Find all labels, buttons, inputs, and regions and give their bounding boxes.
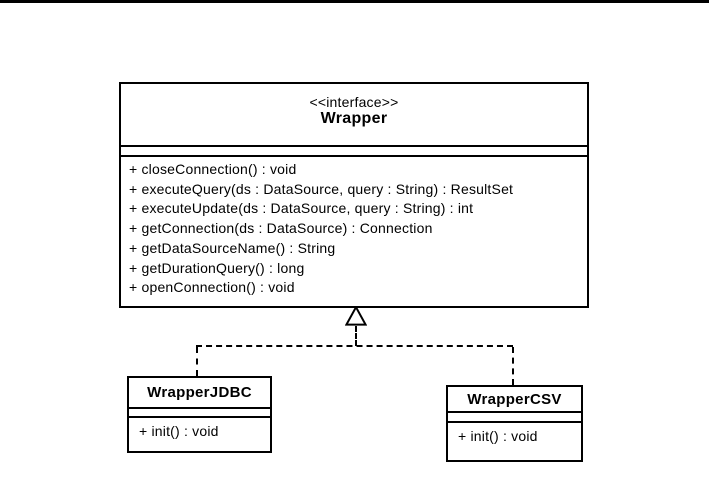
method-item: + getDurationQuery() : long bbox=[129, 259, 305, 276]
method-item: + getDataSourceName() : String bbox=[129, 239, 336, 256]
top-border-line bbox=[0, 0, 709, 3]
class-methods-compartment: + init() : void bbox=[448, 423, 581, 460]
realization-connector-right-drop bbox=[512, 347, 514, 385]
method-item: + closeConnection() : void bbox=[129, 161, 297, 177]
method-item: + init() : void bbox=[139, 423, 219, 439]
method-item: + executeUpdate(ds : DataSource, query :… bbox=[129, 200, 474, 217]
class-wrappercsv-node[interactable]: WrapperCSV + init() : void bbox=[446, 385, 583, 462]
method-item: + getConnection(ds : DataSource) : Conne… bbox=[129, 220, 433, 237]
interface-wrapper-node[interactable]: <<interface>> Wrapper + closeConnection(… bbox=[119, 82, 589, 308]
interface-methods-compartment: + closeConnection() : void + executeQuer… bbox=[121, 157, 587, 306]
class-attributes-compartment bbox=[129, 409, 270, 418]
realization-connector-crossbar bbox=[196, 345, 513, 347]
class-wrapperjdbc-node[interactable]: WrapperJDBC + init() : void bbox=[127, 376, 272, 453]
class-methods-compartment: + init() : void bbox=[129, 418, 270, 451]
realization-connector-left-drop bbox=[196, 347, 198, 376]
class-name-label: WrapperCSV bbox=[448, 387, 581, 413]
realization-connector-stem bbox=[355, 326, 357, 346]
class-attributes-compartment bbox=[448, 413, 581, 423]
method-item: + init() : void bbox=[458, 428, 538, 444]
interface-name-label: Wrapper bbox=[320, 110, 388, 127]
method-item: + openConnection() : void bbox=[129, 279, 295, 296]
class-name-label: WrapperJDBC bbox=[129, 378, 270, 409]
interface-attributes-compartment bbox=[121, 147, 587, 157]
interface-stereotype-label: <<interface>> bbox=[309, 94, 399, 110]
realization-arrowhead-icon bbox=[344, 305, 368, 326]
interface-header-compartment: <<interface>> Wrapper bbox=[121, 84, 587, 147]
method-item: + executeQuery(ds : DataSource, query : … bbox=[129, 180, 514, 197]
